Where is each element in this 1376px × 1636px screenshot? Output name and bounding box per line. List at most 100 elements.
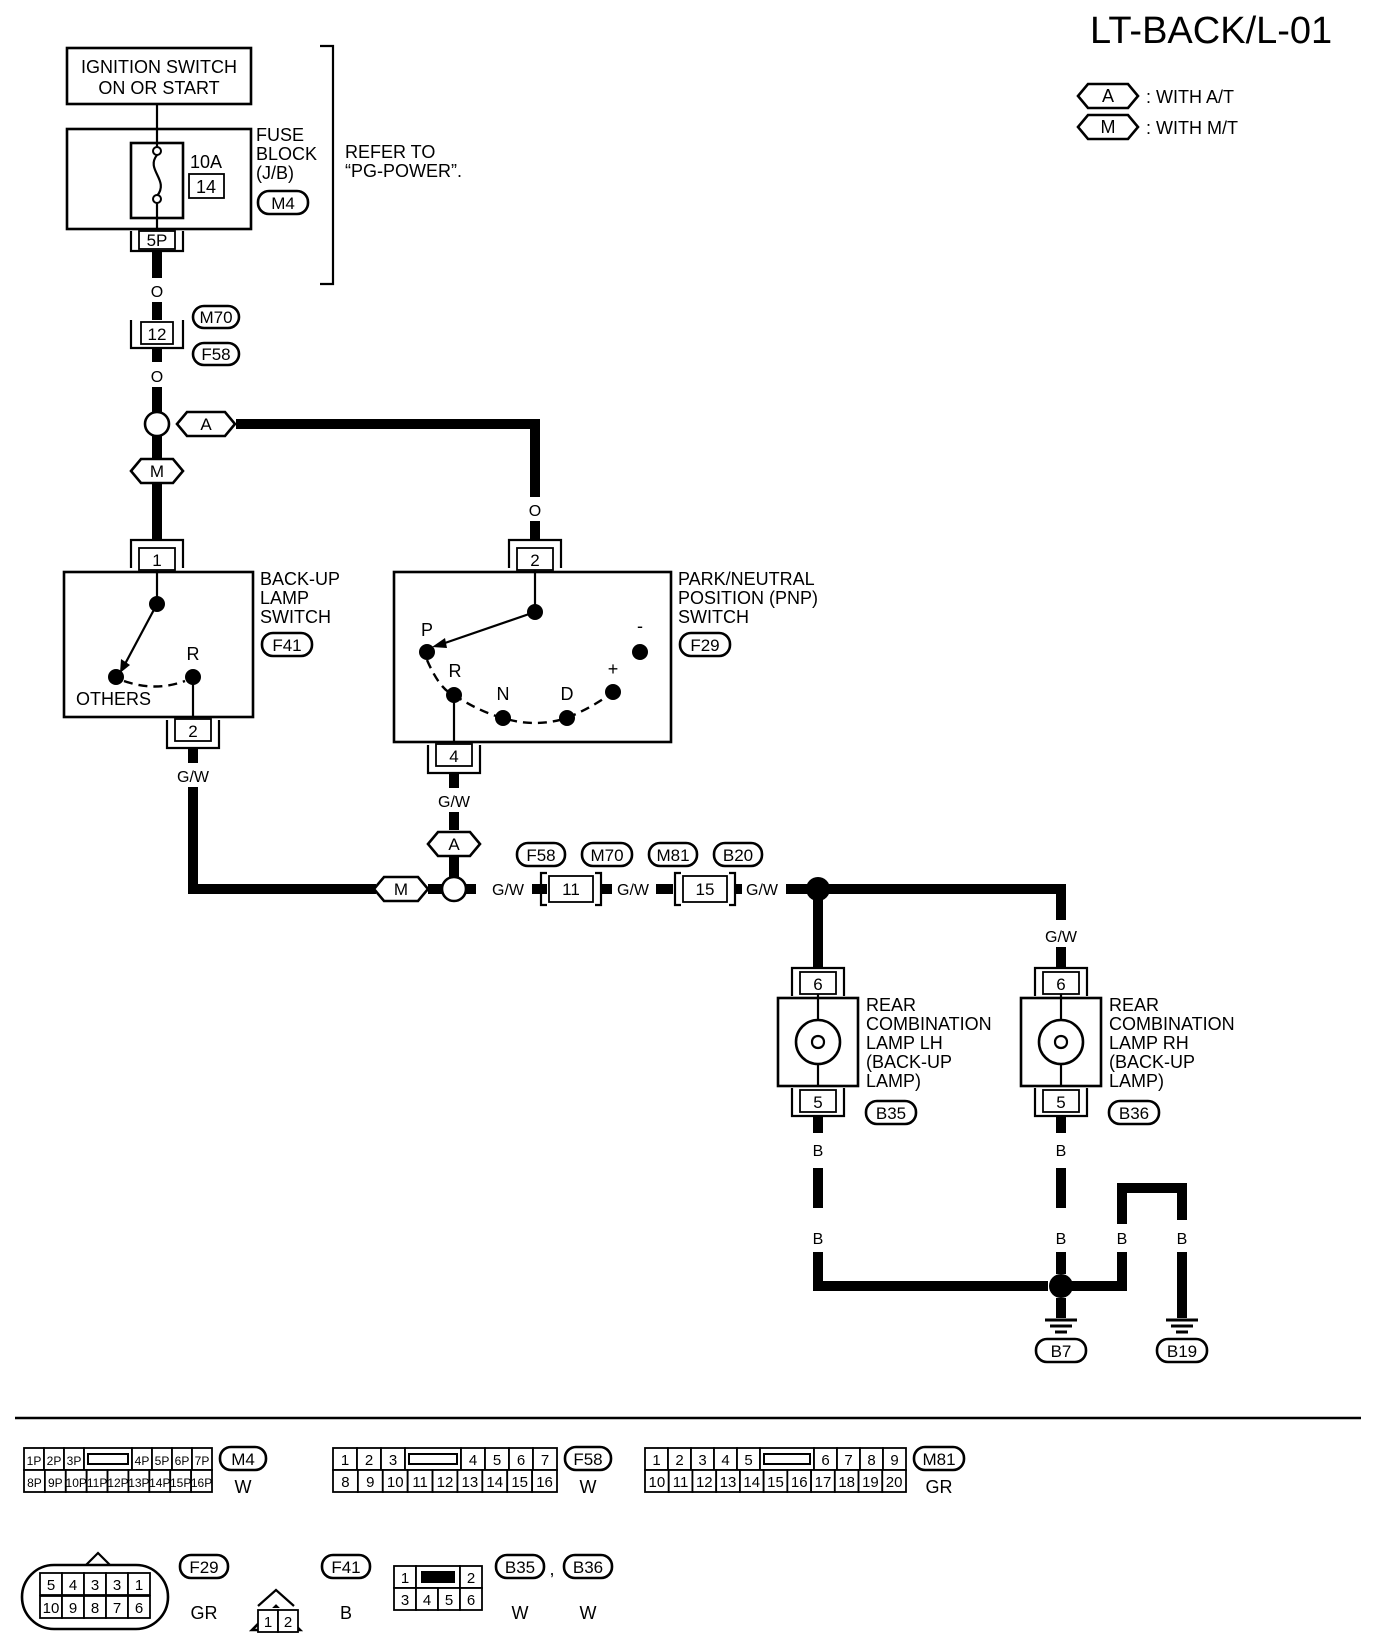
pin-f58-3: 3	[389, 1452, 397, 1469]
wire-color-b1: B	[813, 1143, 824, 1160]
pin-m4-2P: 2P	[47, 1454, 62, 1468]
connector-11-label-1: F58	[526, 846, 555, 865]
pin-m81-6: 6	[821, 1452, 829, 1469]
pin-m81-7: 7	[844, 1452, 852, 1469]
wire-color-gw1: G/W	[177, 769, 210, 786]
pin-m81-10: 10	[649, 1474, 666, 1491]
pnp-pos-p: P	[421, 620, 433, 640]
ignition-switch-box: IGNITION SWITCH ON OR START	[65, 46, 253, 106]
pin-f58-4: 4	[469, 1452, 477, 1469]
pnp-pos-plus: +	[608, 659, 619, 679]
backup-pos-r: R	[187, 644, 200, 664]
wire-color-o2: O	[151, 369, 163, 386]
ignition-line2: ON OR START	[98, 78, 219, 98]
connector-12-bottom: F58	[201, 345, 230, 364]
pnp-pos-r: R	[449, 661, 462, 681]
wire-color-b3: B	[1056, 1143, 1067, 1160]
wire-color-gw3: G/W	[492, 882, 525, 899]
pin-m81-8: 8	[867, 1452, 875, 1469]
m4-name: M4	[231, 1450, 255, 1469]
pin-f58-11: 11	[412, 1474, 428, 1491]
lamp-lh-label-5: LAMP)	[866, 1071, 921, 1091]
pin-m81-12: 12	[696, 1474, 713, 1491]
backup-pin-in: 1	[152, 551, 161, 570]
legend-m-text: : WITH M/T	[1146, 118, 1238, 138]
option-m-bottom: M	[394, 880, 408, 899]
lamp-lh-label-2: COMBINATION	[866, 1014, 992, 1034]
pnp-pos-minus: -	[637, 616, 643, 636]
refer-note: REFER TO “PG-POWER”.	[320, 44, 462, 286]
pin-m4-8P: 8P	[27, 1476, 42, 1490]
pin-f29-r2-1: 9	[69, 1600, 77, 1617]
pin-f58-1: 1	[341, 1452, 349, 1469]
pin-m81-13: 13	[720, 1474, 737, 1491]
b35-name: B35	[505, 1558, 535, 1577]
pin-f58-14: 14	[486, 1474, 503, 1491]
lamp-lh-pin-out: 5	[813, 1093, 822, 1112]
pnp-connector: F29	[690, 636, 719, 655]
wire-color-b2: B	[813, 1231, 824, 1248]
b35-sep: ,	[549, 1559, 554, 1579]
lamp-rh-connector: B36	[1119, 1104, 1149, 1123]
connector-15-label-1: M81	[656, 846, 689, 865]
wire-color-gw5: G/W	[746, 882, 779, 899]
backup-label-1: BACK-UP	[260, 569, 340, 589]
pin-f29-r1-3: 3	[113, 1577, 121, 1594]
f29-name: F29	[189, 1558, 218, 1577]
wire-color-b5: B	[1117, 1231, 1128, 1248]
option-m-top: M	[150, 462, 164, 481]
wire-branch-m: M	[129, 436, 185, 540]
pin-f29-r2-3: 7	[113, 1600, 121, 1617]
fuse-pin: 5P	[147, 231, 168, 250]
pin-m4-11P: 11P	[87, 1476, 107, 1490]
pin-m81-20: 20	[886, 1474, 903, 1491]
rear-lamp-lh: 6 5 REAR COMBINATION LAMP LH (BACK-UP LA…	[776, 966, 992, 1126]
pin-m81-18: 18	[838, 1474, 855, 1491]
lamp-rh-pin-out: 5	[1056, 1093, 1065, 1112]
pin-f29-r1-2: 3	[91, 1577, 99, 1594]
m81-name: M81	[922, 1450, 955, 1469]
pin-f58-8: 8	[341, 1474, 349, 1491]
lamp-rh-label-5: LAMP)	[1109, 1071, 1164, 1091]
pin-f41-2: 2	[284, 1614, 292, 1631]
pin-f29-r2-0: 10	[43, 1600, 60, 1617]
f41-color: B	[340, 1603, 352, 1623]
backup-label-3: SWITCH	[260, 607, 331, 627]
option-a-bottom: A	[448, 835, 460, 854]
pin-b35-r2-2: 5	[445, 1592, 453, 1609]
pin-b35-r2-1: 4	[423, 1592, 431, 1609]
fuse-amp: 10A	[190, 152, 222, 172]
pin-m4-16P: 16P	[191, 1476, 212, 1490]
pin-f58-15: 15	[511, 1474, 528, 1491]
pin-f29-r1-0: 5	[47, 1577, 55, 1594]
pin-m81-14: 14	[743, 1474, 760, 1491]
pin-m81-3: 3	[698, 1452, 706, 1469]
m81-color: GR	[926, 1477, 953, 1497]
pin-m4-15P: 15P	[170, 1476, 191, 1490]
fuse-label-1: FUSE	[256, 125, 304, 145]
pin-f58-13: 13	[462, 1474, 479, 1491]
pin-f29-r2-4: 6	[135, 1600, 143, 1617]
pin-m81-17: 17	[815, 1474, 832, 1491]
connector-12-pin: 12	[148, 325, 167, 344]
connector-15-label-2: B20	[723, 846, 753, 865]
lamp-lh-label-3: LAMP LH	[866, 1033, 943, 1053]
backup-connector: F41	[272, 636, 301, 655]
ground-b19: B19	[1167, 1342, 1197, 1361]
pnp-label-1: PARK/NEUTRAL	[678, 569, 815, 589]
wire-color-gw4: G/W	[617, 882, 650, 899]
ignition-line1: IGNITION SWITCH	[81, 57, 237, 77]
legend-a-text: : WITH A/T	[1146, 87, 1234, 107]
connector-15-pin: 15	[696, 880, 715, 899]
pin-m81-11: 11	[673, 1474, 689, 1491]
pnp-label-3: SWITCH	[678, 607, 749, 627]
backup-pin-out: 2	[188, 722, 197, 741]
wire-color-o3: O	[529, 503, 541, 520]
wire-color-b6: B	[1177, 1231, 1188, 1248]
ground-wiring: B B B B B B B7 B19	[813, 1116, 1209, 1364]
